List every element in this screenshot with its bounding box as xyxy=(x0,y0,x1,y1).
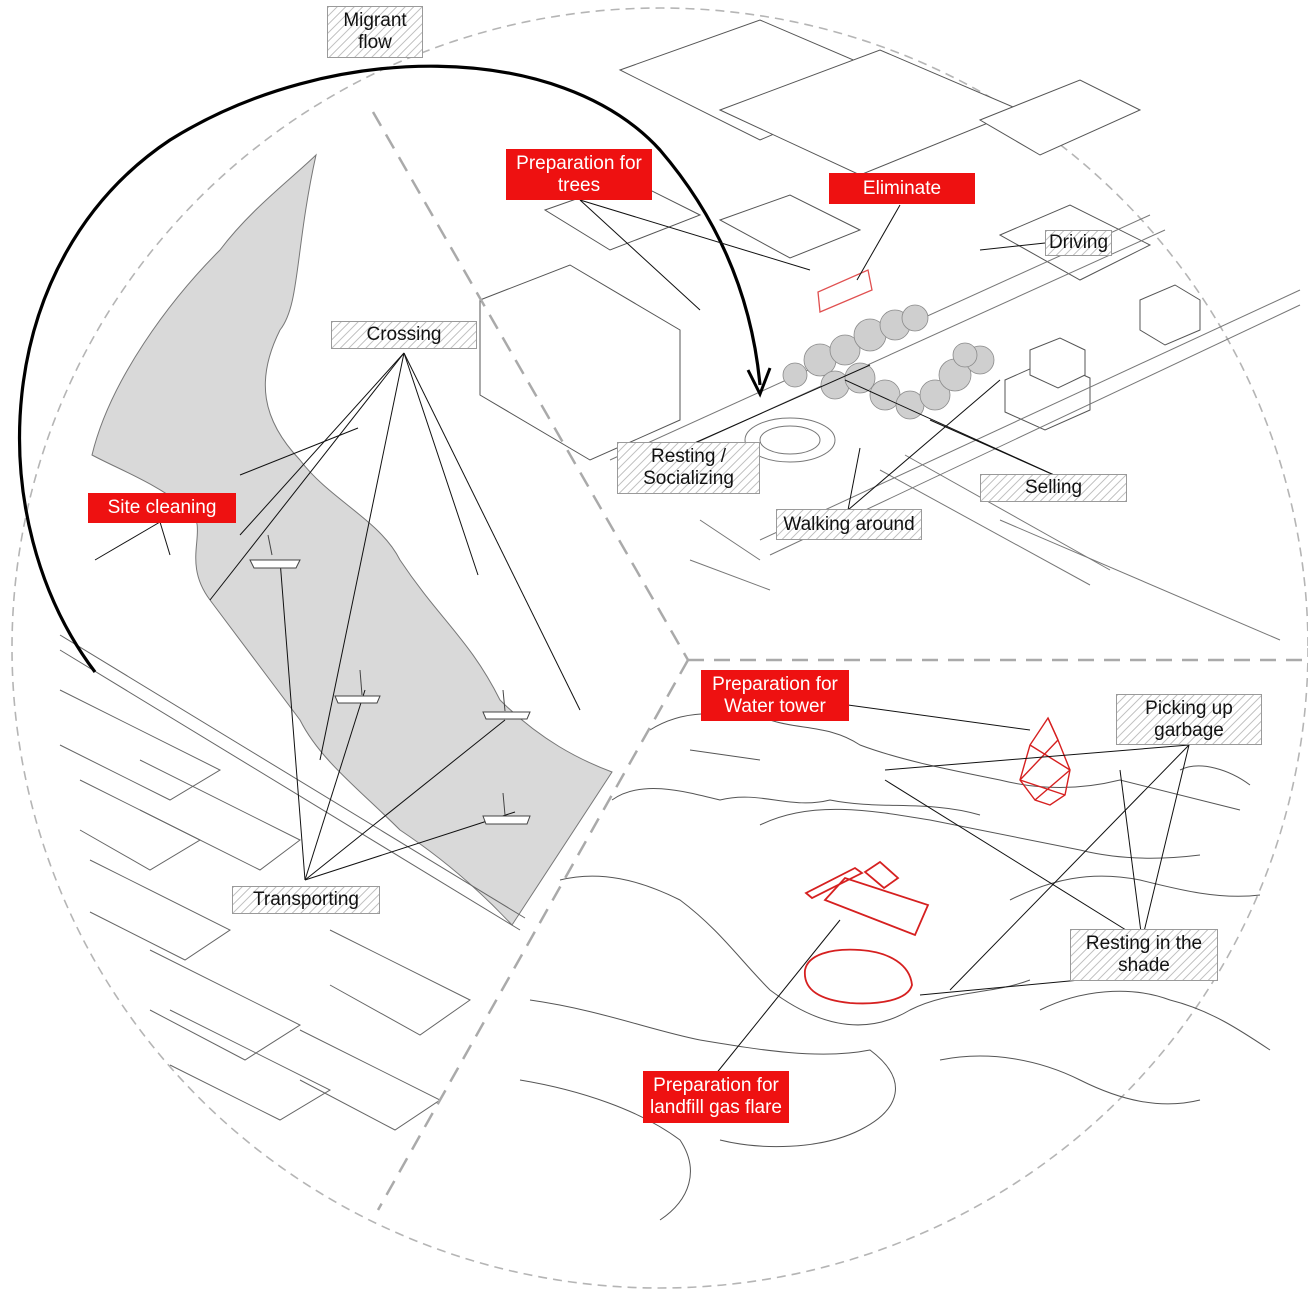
label-resting-in-the-shade: Resting in the shade xyxy=(1070,929,1218,981)
label-driving: Driving xyxy=(1045,230,1112,256)
label-resting-socializing: Resting / Socializing xyxy=(617,442,760,494)
eliminate-building-outline xyxy=(817,269,873,313)
landfill-gas-flare-sites xyxy=(804,860,930,1005)
street-lines xyxy=(609,214,1301,641)
label-site-cleaning: Site cleaning xyxy=(88,493,236,523)
label-preparation-for-trees: Preparation for trees xyxy=(506,149,652,200)
migrant-flow-arrow xyxy=(17,64,762,673)
tree-clusters xyxy=(782,304,995,420)
label-preparation-for-water-tower: Preparation for Water tower xyxy=(701,670,849,721)
river-area xyxy=(91,153,613,926)
label-crossing: Crossing xyxy=(331,321,477,349)
label-walking-around: Walking around xyxy=(776,509,922,540)
migrant-flow-arrowhead xyxy=(746,367,772,398)
label-picking-up-garbage: Picking up garbage xyxy=(1116,694,1262,745)
figures xyxy=(249,534,531,825)
label-eliminate: Eliminate xyxy=(829,173,975,204)
label-transporting: Transporting xyxy=(232,886,380,914)
city-blocks xyxy=(59,634,526,1131)
label-migrant-flow: Migrant flow xyxy=(327,6,423,58)
label-preparation-for-landfill-gas-flare: Preparation for landfill gas flare xyxy=(643,1071,789,1123)
section-dividers xyxy=(371,111,1308,1211)
water-tower-structure xyxy=(1019,716,1071,806)
site-boundary-circle xyxy=(11,7,1308,1289)
label-selling: Selling xyxy=(980,474,1127,502)
